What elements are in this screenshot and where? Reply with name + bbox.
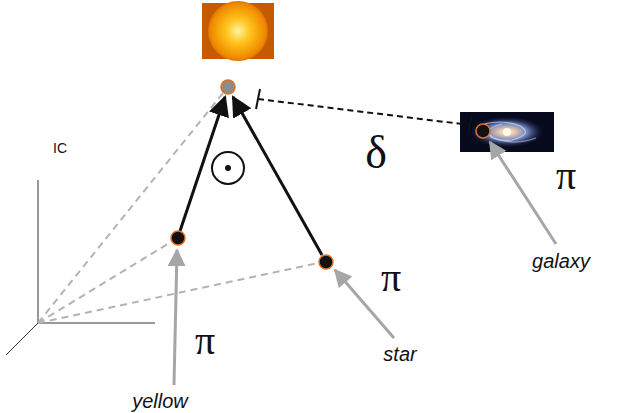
object-label: galaxy <box>532 251 590 271</box>
direction-arrows <box>180 97 322 255</box>
parallax-symbol: π <box>381 258 401 298</box>
pointer-arrows <box>174 142 556 385</box>
sun-picture <box>202 1 274 61</box>
object-label: yellow <box>132 391 188 411</box>
galaxy-picture <box>460 112 554 152</box>
parallax-symbol: π <box>556 156 576 196</box>
parallax-symbol: π <box>195 321 215 361</box>
source-points <box>171 80 490 269</box>
axis-label: IC <box>53 141 67 155</box>
object-label: star <box>383 344 416 364</box>
position-lines <box>38 93 318 323</box>
distance-symbol: δ <box>365 130 387 176</box>
sun-symbol <box>212 152 244 184</box>
separation-line <box>256 89 472 135</box>
